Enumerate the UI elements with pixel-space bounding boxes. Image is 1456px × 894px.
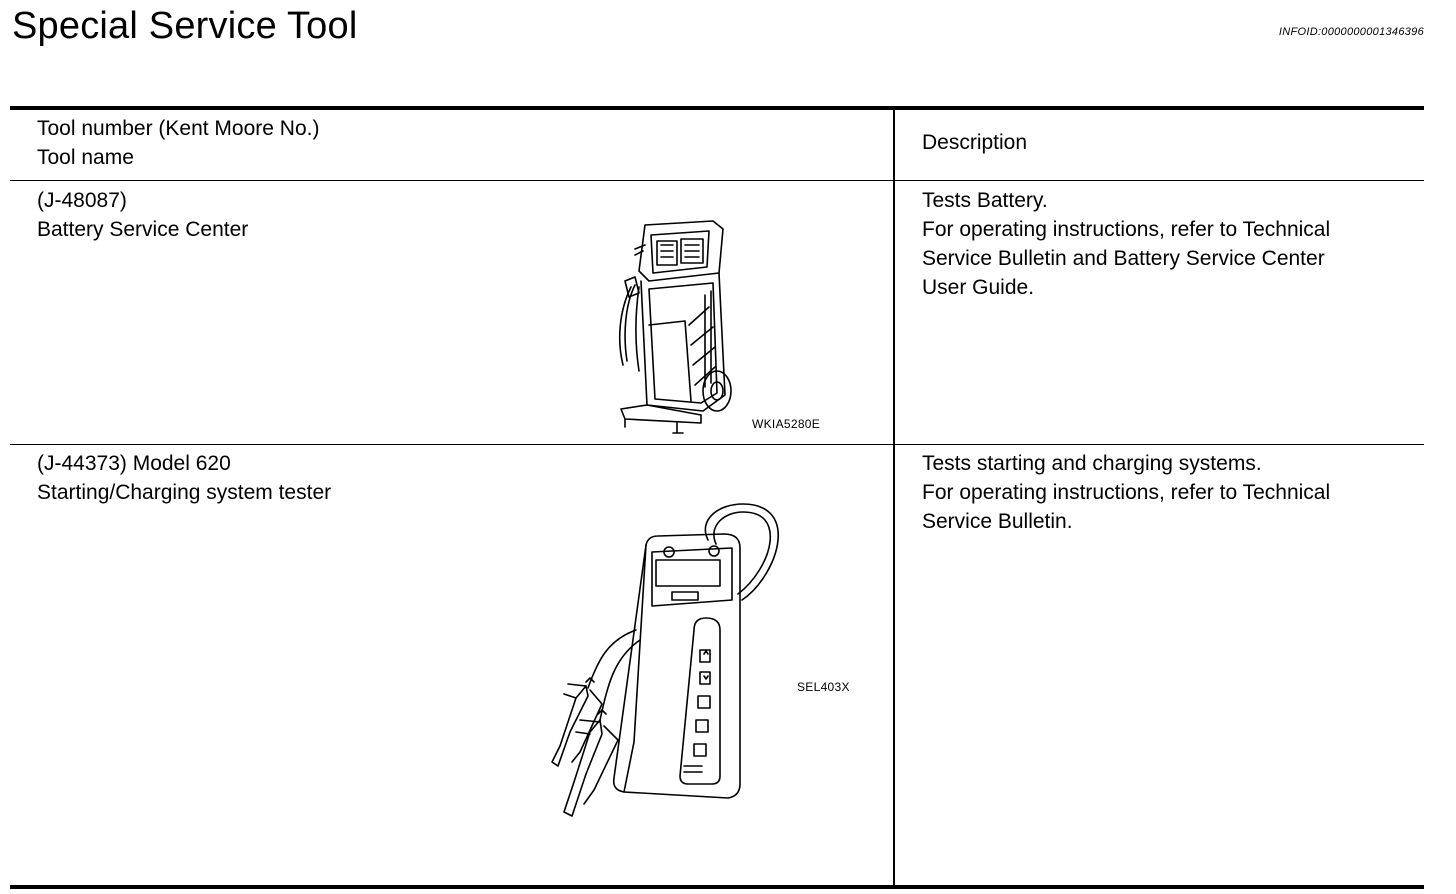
tool-number: (J-48087) xyxy=(37,189,127,212)
table-row-1-description: Tests Battery. For operating instruction… xyxy=(922,186,1330,302)
column-divider xyxy=(893,110,895,885)
figure-code: WKIA5280E xyxy=(752,417,821,431)
tool-name: Battery Service Center xyxy=(37,218,249,241)
page-title: Special Service Tool xyxy=(12,5,358,47)
header-tool-number: Tool number (Kent Moore No.) Tool name xyxy=(37,114,319,172)
row-separator xyxy=(10,444,1424,445)
description-line: User Guide. xyxy=(922,276,1035,299)
description-line: For operating instructions, refer to Tec… xyxy=(922,481,1331,504)
starting-charging-tester-illustration xyxy=(551,503,779,817)
header-description: Description xyxy=(922,131,1028,154)
description-line: For operating instructions, refer to Tec… xyxy=(922,218,1331,241)
header-tool-line2: Tool name xyxy=(37,146,134,169)
table-row-2-description: Tests starting and charging systems. For… xyxy=(922,449,1330,536)
table-bottom-rule xyxy=(10,885,1424,889)
info-id: INFOID:0000000001346396 xyxy=(1278,26,1424,38)
header-tool-line1: Tool number (Kent Moore No.) xyxy=(37,117,320,140)
header-separator xyxy=(10,180,1424,181)
description-line: Service Bulletin and Battery Service Cen… xyxy=(922,247,1325,270)
figure-code: SEL403X xyxy=(797,680,850,694)
tool-number: (J-44373) Model 620 xyxy=(37,452,231,475)
table-row-1-tool: (J-48087) Battery Service Center xyxy=(37,186,248,244)
description-line: Service Bulletin. xyxy=(922,510,1073,533)
table-row-2-tool: (J-44373) Model 620 Starting/Charging sy… xyxy=(37,449,331,507)
description-line: Tests Battery. xyxy=(922,189,1048,212)
tool-name: Starting/Charging system tester xyxy=(37,481,332,504)
battery-service-center-illustration xyxy=(618,220,732,434)
description-line: Tests starting and charging systems. xyxy=(922,452,1262,475)
table-top-rule xyxy=(10,106,1424,110)
